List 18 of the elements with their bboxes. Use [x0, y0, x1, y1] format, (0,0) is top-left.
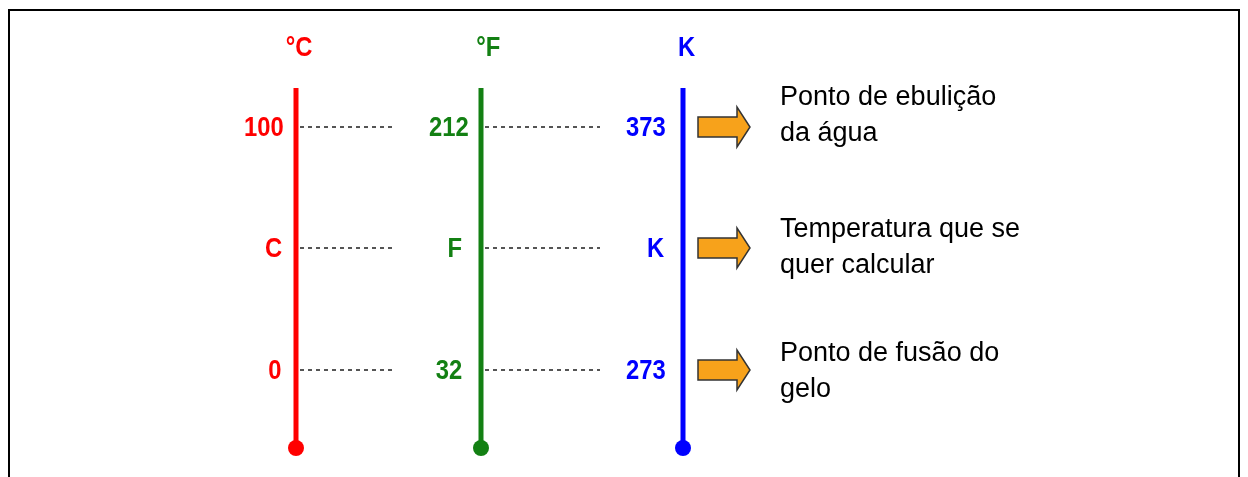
scale-value: 212 [429, 111, 469, 143]
block-arrow [697, 225, 751, 271]
block-arrow [697, 104, 751, 150]
scale-value: 100 [244, 111, 284, 143]
description-text: Ponto de ebulição da água [780, 78, 1025, 150]
scale-value: F [447, 232, 462, 264]
scale-value: C [264, 232, 282, 264]
scale-heading: K [677, 31, 695, 63]
scale-value: 0 [268, 354, 282, 386]
scale-heading: °C [285, 31, 312, 63]
description-text: Temperatura que se quer calcular [780, 210, 1025, 282]
scale-value: 373 [626, 111, 666, 143]
scale-value: 273 [626, 354, 666, 386]
block-arrow [697, 347, 751, 393]
scale-value: K [646, 232, 664, 264]
scale-value: 32 [435, 354, 462, 386]
scale-heading: °F [475, 31, 500, 63]
description-text: Ponto de fusão do gelo [780, 334, 1025, 406]
